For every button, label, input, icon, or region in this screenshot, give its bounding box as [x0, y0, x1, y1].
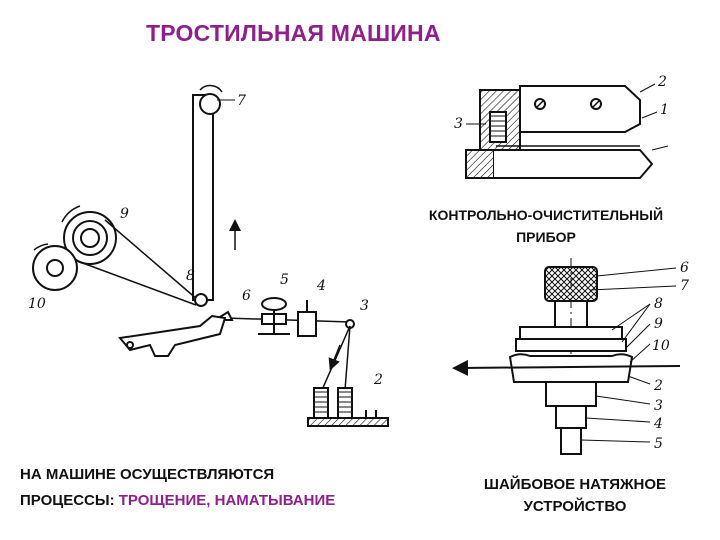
device-base-hatched — [465, 149, 495, 179]
device-leader-1 — [641, 111, 658, 119]
device-caption: КОНТРОЛЬНО-ОЧИСТИТЕЛЬНЫЙ ПРИБОР — [396, 204, 696, 248]
device-pointer — [651, 145, 669, 151]
washer-disc-upper — [519, 326, 623, 340]
device-caption-line1: КОНТРОЛЬНО-ОЧИСТИТЕЛЬНЫЙ — [428, 207, 664, 223]
washer-label-4: 4 — [653, 416, 663, 432]
process-separator: : — [109, 492, 119, 509]
device-spring-slot — [489, 111, 507, 143]
label-5: 5 — [280, 272, 289, 288]
washer-label-6: 6 — [680, 260, 689, 276]
process-highlight: ТРОЩЕНИЕ, НАМАТЫВАНИЕ — [118, 492, 336, 509]
washer-label-5: 5 — [654, 436, 663, 452]
device-screw-2-slot — [591, 99, 601, 109]
label-6: 6 — [242, 288, 251, 304]
process-caption: НА МАШИНЕ ОСУЩЕСТВЛЯЮТСЯ ПРОЦЕССЫ: ТРОЩЕ… — [20, 462, 420, 514]
label-4: 4 — [316, 278, 326, 294]
guide-8 — [194, 293, 208, 307]
device-screw-1-slot — [535, 99, 545, 109]
yarn-arrow — [328, 344, 341, 371]
yarn-to-bobbin-2 — [344, 325, 351, 391]
process-prefix: ПРОЦЕССЫ — [20, 492, 110, 509]
washer-leader-6 — [596, 267, 677, 277]
device-spring — [490, 115, 506, 137]
washer-base-3 — [545, 381, 597, 407]
washer-yarn — [452, 359, 681, 376]
machine-labels: 7 9 10 8 6 5 4 3 2 — [28, 93, 383, 388]
top-roller-arrow — [199, 84, 223, 93]
roller-9-hub — [80, 228, 100, 248]
device-screw-1 — [534, 98, 546, 110]
device-labels: 3 2 1 — [454, 74, 669, 132]
process-caption-line2: ПРОЦЕССЫ: ТРОЩЕНИЕ, НАМАТЫВАНИЕ — [20, 488, 420, 514]
washer-disc-middle — [515, 338, 627, 352]
device-base-plate — [494, 149, 654, 179]
washer-label-10: 10 — [652, 338, 670, 354]
device-leader-2 — [639, 83, 656, 93]
cleaner-body — [297, 311, 317, 337]
washer-leader-7 — [589, 285, 677, 291]
washer-label-7: 7 — [680, 278, 689, 294]
device-screw-2 — [590, 98, 602, 110]
washer-caption-line1: ШАЙБОВОЕ НАТЯЖНОЕ — [483, 476, 667, 493]
device-upper-plate — [519, 85, 641, 133]
roller-10-outer — [32, 245, 78, 291]
page-title: ТРОСТИЛЬНАЯ МАШИНА — [146, 20, 441, 46]
washer-caption: ШАЙБОВОЕ НАТЯЖНОЕ УСТРОЙСТВО — [460, 474, 690, 518]
washer-leader-5 — [580, 439, 651, 443]
washer-lower-dish — [508, 353, 634, 383]
washer-shaft-5 — [560, 427, 582, 455]
vertical-lever — [192, 94, 214, 301]
creel-board — [307, 417, 389, 427]
label-9: 9 — [120, 206, 129, 222]
roller-10-hub — [46, 259, 64, 277]
control-cleaning-device — [465, 83, 669, 179]
process-caption-line1: НА МАШИНЕ ОСУЩЕСТВЛЯЮТСЯ — [20, 466, 275, 483]
washer-label-9: 9 — [654, 316, 663, 332]
label-7: 7 — [237, 93, 246, 109]
washer-leader-4 — [585, 417, 651, 423]
washer-label-8: 8 — [654, 296, 663, 312]
lever-pin — [126, 341, 134, 349]
label-3: 3 — [360, 298, 369, 314]
washer-label-3: 3 — [654, 398, 663, 414]
label-8: 8 — [186, 268, 195, 284]
washer-label-2: 2 — [653, 378, 663, 394]
washer-leader-10 — [629, 343, 651, 363]
roller-9-mid — [72, 220, 108, 256]
label-2: 2 — [373, 372, 383, 388]
roller-10-arrow — [33, 243, 49, 251]
device-caption-line2: ПРИБОР — [516, 229, 576, 245]
yarn-line-lower — [79, 261, 197, 306]
washer-cap — [261, 297, 287, 311]
washer-caption-line2: УСТРОЙСТВО — [523, 498, 627, 515]
washer-leader-8b — [621, 303, 651, 343]
yarn-horizontal — [224, 317, 351, 323]
bobbin-2-wind — [338, 391, 352, 413]
washer-leader-3 — [595, 395, 651, 405]
washer-labels: 6 7 8 9 10 2 3 4 5 — [652, 260, 689, 452]
washer-leader-9 — [625, 323, 651, 349]
washer-tension-device — [452, 258, 681, 455]
roller-9-arrow — [61, 205, 81, 223]
washer-shaft-4 — [555, 405, 587, 429]
roller-9-outer — [63, 211, 117, 265]
bobbin-1-wind — [314, 391, 328, 413]
device-label-3: 3 — [454, 116, 463, 132]
washer-leader-8a — [611, 303, 651, 331]
device-label-2: 2 — [657, 74, 667, 90]
stop-lever — [118, 314, 227, 357]
twisting-machine-schematic — [32, 84, 389, 427]
device-label-1: 1 — [660, 102, 669, 118]
label-10: 10 — [28, 296, 46, 312]
washer-leader-2 — [627, 375, 651, 385]
yarn-line-upper — [104, 219, 199, 301]
top-roller — [199, 93, 221, 115]
